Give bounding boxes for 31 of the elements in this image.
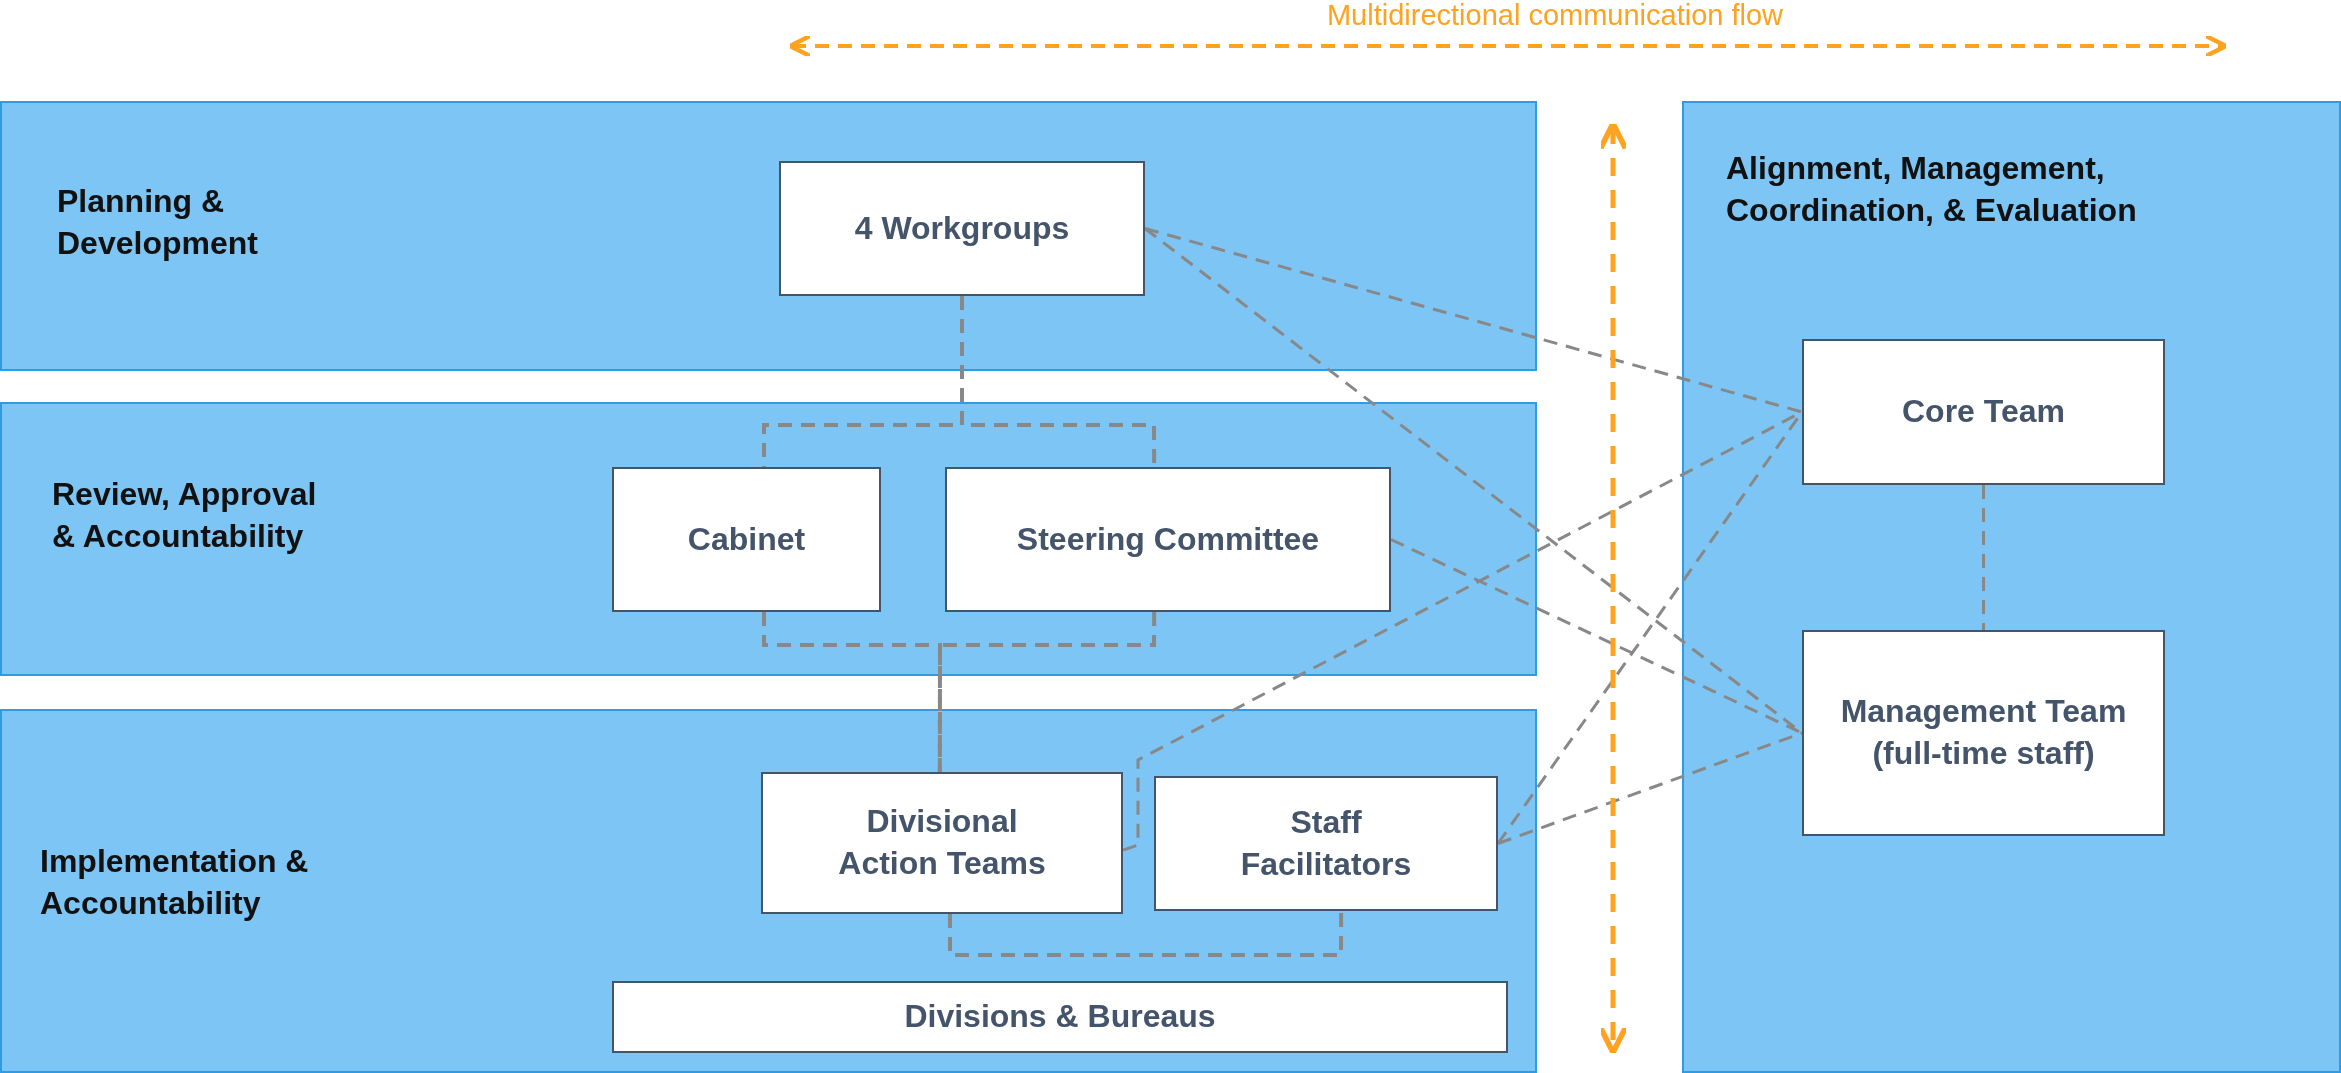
band-panel: [0, 101, 1537, 371]
box-label: Divisional Action Teams: [837, 802, 1047, 883]
band-heading: Alignment, Management, Coordination, & Evaluation: [1726, 149, 2138, 230]
band-heading: Review, Approval & Accountability: [52, 475, 318, 556]
process-box: [945, 467, 1391, 612]
box-label: Divisions & Bureaus: [904, 997, 1216, 1037]
dashed-connector: [947, 911, 1344, 957]
flow-label: Multidirectional communication flow: [1325, 0, 1785, 32]
box-label: 4 Workgroups: [854, 208, 1070, 248]
box-label: Management Team (full-time staff): [1839, 692, 2128, 773]
dashed-connector: [1144, 227, 1803, 414]
band-heading: Implementation & Accountability: [40, 842, 310, 923]
band-panel: [0, 709, 1537, 1073]
process-box: [1802, 630, 2165, 836]
box-label: Core Team: [1902, 392, 2065, 432]
band-panel: [1682, 101, 2341, 1073]
box-label: Cabinet: [687, 519, 806, 559]
band-panel: [0, 402, 1537, 676]
dashed-connector: [1497, 731, 1803, 845]
dashed-connector: [1982, 485, 1985, 630]
process-box: [1154, 776, 1498, 911]
box-label: Staff Facilitators: [1239, 802, 1413, 884]
process-box: [761, 772, 1123, 914]
process-box: [612, 981, 1508, 1053]
dashed-connector: [1390, 538, 1803, 735]
process-box: [779, 161, 1145, 296]
box-label: Steering Committee: [1016, 519, 1320, 559]
dashed-connector: [937, 612, 1157, 772]
process-box: [612, 467, 881, 612]
process-box: [1802, 339, 2165, 485]
band-heading: Planning & Development: [57, 182, 259, 263]
